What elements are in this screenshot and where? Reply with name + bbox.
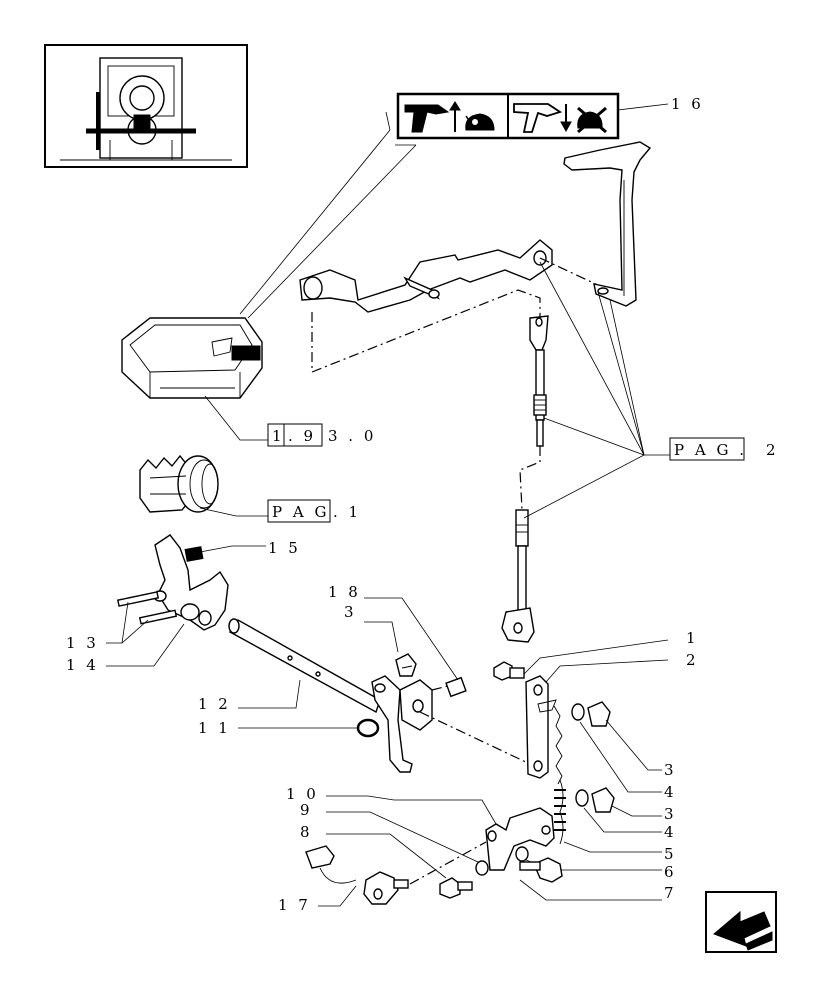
callout-18[interactable]: 1 8 (328, 583, 361, 601)
selector-arm[interactable] (299, 239, 553, 313)
selector-rod[interactable] (228, 618, 381, 714)
return-spring[interactable] (553, 705, 566, 845)
callout-10[interactable]: 1 0 (286, 785, 319, 803)
callout-13[interactable]: 1 3 (66, 634, 99, 652)
neutral-switch[interactable] (305, 845, 409, 905)
spring-clip-upper[interactable] (395, 653, 417, 677)
bolt-switch[interactable] (439, 877, 473, 899)
svg-text:3 . 0: 3 . 0 (328, 427, 376, 445)
callout-15[interactable]: 1 5 (268, 539, 301, 557)
callout-14[interactable]: 1 4 (66, 656, 99, 674)
control-cable[interactable] (501, 315, 549, 643)
callout-16[interactable]: 1 6 (671, 95, 704, 113)
detent-plate[interactable] (525, 675, 557, 779)
washer-lower[interactable] (575, 789, 589, 807)
callout-7[interactable]: 7 (664, 884, 677, 902)
svg-text:2: 2 (766, 441, 779, 459)
washer-switch[interactable] (475, 860, 489, 876)
callout-8[interactable]: 8 (300, 823, 313, 841)
bolt-upper[interactable] (493, 661, 525, 681)
lever-up-slow-icon (404, 101, 495, 133)
sliding-coupling[interactable] (139, 454, 219, 513)
shift-lever-arm[interactable] (371, 675, 433, 773)
thumbnail-view[interactable] (44, 44, 248, 168)
spring-clip-right-upper[interactable] (587, 701, 611, 727)
callout-17[interactable]: 1 7 (278, 896, 311, 914)
callout-3-right-lower[interactable]: 3 (664, 805, 677, 823)
callout-5[interactable]: 5 (664, 845, 677, 863)
o-ring[interactable] (356, 718, 380, 738)
page-reference-1[interactable]: P A G . 1 (267, 499, 361, 523)
mounting-bracket[interactable] (485, 807, 555, 871)
svg-text:P A G: P A G (272, 503, 329, 521)
spring-clip-right-lower[interactable] (591, 787, 615, 813)
callout-9[interactable]: 9 (300, 801, 313, 819)
tractor-rear-view-icon (60, 57, 232, 161)
callout-3-top[interactable]: 3 (344, 603, 357, 621)
washer-bracket[interactable] (515, 846, 529, 862)
washer-upper[interactable] (571, 703, 585, 721)
shift-fork[interactable] (153, 534, 229, 631)
callout-3-right-upper[interactable]: 3 (664, 761, 677, 779)
svg-text:1: 1 (272, 427, 285, 445)
svg-text:. 1: . 1 (333, 503, 361, 521)
callout-4-lower[interactable]: 4 (664, 823, 677, 841)
bolt-bracket[interactable] (519, 857, 563, 883)
hand-lever[interactable] (563, 141, 652, 307)
callout-6[interactable]: 6 (664, 863, 677, 881)
callout-2[interactable]: 2 (686, 651, 699, 669)
back-arrow-icon[interactable] (705, 891, 777, 953)
lever-decal[interactable] (396, 92, 620, 140)
callout-12[interactable]: 1 2 (198, 695, 231, 713)
lever-down-stop-icon (513, 103, 607, 134)
svg-text:. 9: . 9 (288, 427, 316, 445)
callout-4-upper[interactable]: 4 (664, 783, 677, 801)
svg-text:P A G .: P A G . (674, 441, 747, 459)
callout-11[interactable]: 1 1 (198, 719, 231, 737)
callout-1[interactable]: 1 (686, 629, 699, 647)
operator-manual[interactable] (121, 317, 263, 399)
pivot-pin[interactable] (445, 676, 467, 698)
section-reference-1930[interactable]: 1 . 9 3 . 0 (267, 423, 376, 447)
page-reference-2[interactable]: P A G . 2 (669, 437, 779, 461)
